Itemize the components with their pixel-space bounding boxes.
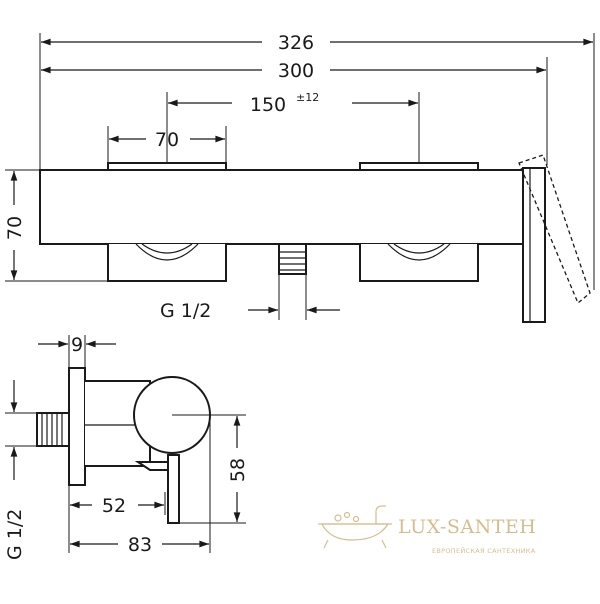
front-view: 326 300 150 ±12 70 70 G 1/2	[4, 32, 595, 323]
side-lever	[522, 167, 546, 323]
lever-handle	[167, 454, 180, 524]
bathtub-icon	[318, 505, 392, 549]
dim-center-distance: 150	[250, 94, 286, 116]
dim-height: 70	[4, 216, 26, 240]
right-lower-handle	[359, 244, 479, 282]
left-top-cap	[107, 162, 227, 171]
right-top-cap	[359, 162, 479, 171]
wall-plate	[68, 367, 86, 486]
lever-base	[134, 461, 173, 471]
left-lower-handle	[107, 244, 227, 282]
right-handle-curve	[387, 243, 451, 261]
dim-wall-offset: 9	[71, 334, 83, 356]
mixer-body	[39, 169, 524, 245]
watermark: LUX-SANTEH ЕВРОПЕЙСКАЯ САНТЕХНИКА	[318, 505, 536, 555]
left-handle-inner-curve	[141, 243, 193, 254]
lever-rotation-outline	[518, 154, 591, 305]
dim-center-tolerance: ±12	[296, 91, 319, 104]
watermark-tagline: ЕВРОПЕЙСКАЯ САНТЕХНИКА	[432, 546, 536, 555]
watermark-brand: LUX-SANTEH	[398, 516, 536, 538]
left-handle-curve	[135, 243, 199, 261]
dim-connection-side: G 1/2	[4, 509, 26, 560]
dim-outlet-distance: 52	[102, 495, 126, 517]
dim-handle-height: 58	[227, 458, 249, 482]
dim-cap-width: 70	[155, 129, 179, 151]
dim-total-depth: 83	[128, 534, 152, 556]
dim-connection-front: G 1/2	[160, 300, 211, 322]
right-handle-inner-curve	[393, 243, 445, 254]
side-view: 9 G 1/2 52 83 58	[4, 334, 249, 560]
dim-body-width: 300	[278, 60, 314, 82]
dim-overall-width: 326	[278, 32, 314, 54]
center-outlet-connector	[278, 243, 307, 275]
